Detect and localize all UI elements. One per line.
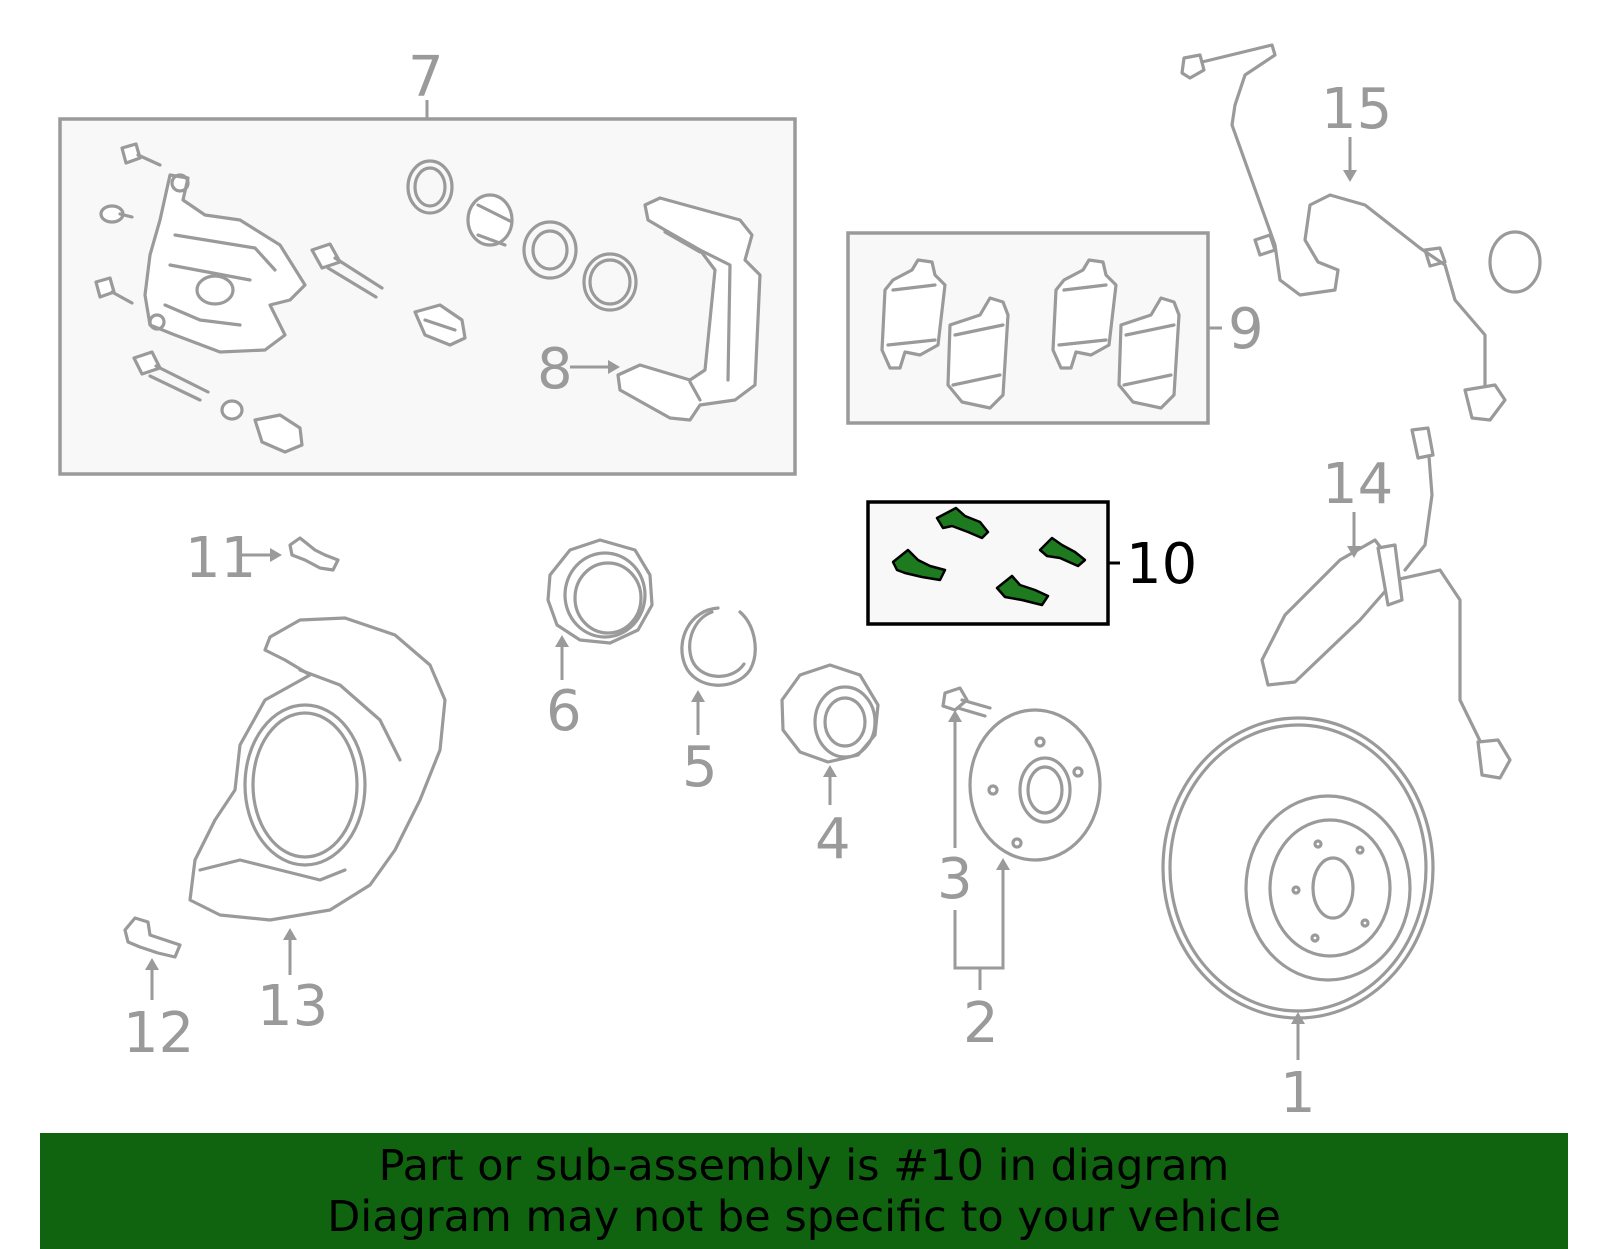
wheel-bearing[interactable] <box>780 663 880 764</box>
callout-2[interactable]: 2 <box>963 991 999 1056</box>
banner-line-2: Diagram may not be specific to your vehi… <box>327 1192 1281 1242</box>
callout-14[interactable]: 14 <box>1322 452 1393 517</box>
brake-hose <box>1260 426 1512 780</box>
brake-rotor[interactable] <box>1161 716 1435 1020</box>
brake-pad-2 <box>946 296 1010 410</box>
bleeder-cap <box>99 204 134 224</box>
pad-clip-2 <box>1038 536 1087 568</box>
callout-12[interactable]: 12 <box>123 1001 194 1066</box>
guide-pin-upper <box>310 242 384 299</box>
pad-clip-1 <box>935 506 990 540</box>
brake-pad-4 <box>1117 296 1181 410</box>
callout-6[interactable]: 6 <box>546 679 582 744</box>
callout-15[interactable]: 15 <box>1321 77 1392 142</box>
caliper-body <box>143 173 307 354</box>
guide-pin-lower <box>132 350 210 402</box>
callout-9[interactable]: 9 <box>1228 297 1264 362</box>
callout-11[interactable]: 11 <box>185 526 256 591</box>
abs-sensor-wire <box>1180 43 1542 422</box>
caliper-bolt-top <box>120 142 162 167</box>
pin-boot-lower <box>220 399 304 454</box>
clip-12[interactable] <box>123 916 182 959</box>
callout-7[interactable]: 7 <box>408 45 444 110</box>
brake-pad-1 <box>880 258 947 370</box>
splash-shield[interactable] <box>188 616 447 922</box>
dust-boot <box>522 220 578 280</box>
brake-pad-3 <box>1051 258 1118 370</box>
banner-line-1: Part or sub-assembly is #10 in diagram <box>378 1141 1230 1191</box>
pad-clip-4 <box>995 574 1050 607</box>
pin-boot-upper <box>413 303 467 347</box>
piston <box>466 193 514 247</box>
dust-deflector[interactable] <box>546 538 654 645</box>
snap-ring[interactable] <box>680 606 757 687</box>
piston-ring <box>582 252 638 312</box>
wheel-hub[interactable] <box>968 708 1102 862</box>
hub-bolt[interactable] <box>941 686 992 718</box>
callout-1[interactable]: 1 <box>1280 1061 1316 1126</box>
callout-5[interactable]: 5 <box>682 735 718 800</box>
piston-seal <box>406 159 454 215</box>
callout-13[interactable]: 13 <box>257 974 328 1039</box>
callout-8[interactable]: 8 <box>537 337 573 402</box>
caliper-bolt-mid <box>94 276 134 305</box>
clip-11[interactable] <box>288 536 340 572</box>
callout-10[interactable]: 10 <box>1126 532 1197 597</box>
pad-clip-3 <box>891 548 947 582</box>
info-banner: Part or sub-assembly is #10 in diagram D… <box>40 1133 1568 1249</box>
callout-4[interactable]: 4 <box>815 807 851 872</box>
callout-3[interactable]: 3 <box>937 847 973 912</box>
caliper-bracket[interactable] <box>616 196 762 422</box>
